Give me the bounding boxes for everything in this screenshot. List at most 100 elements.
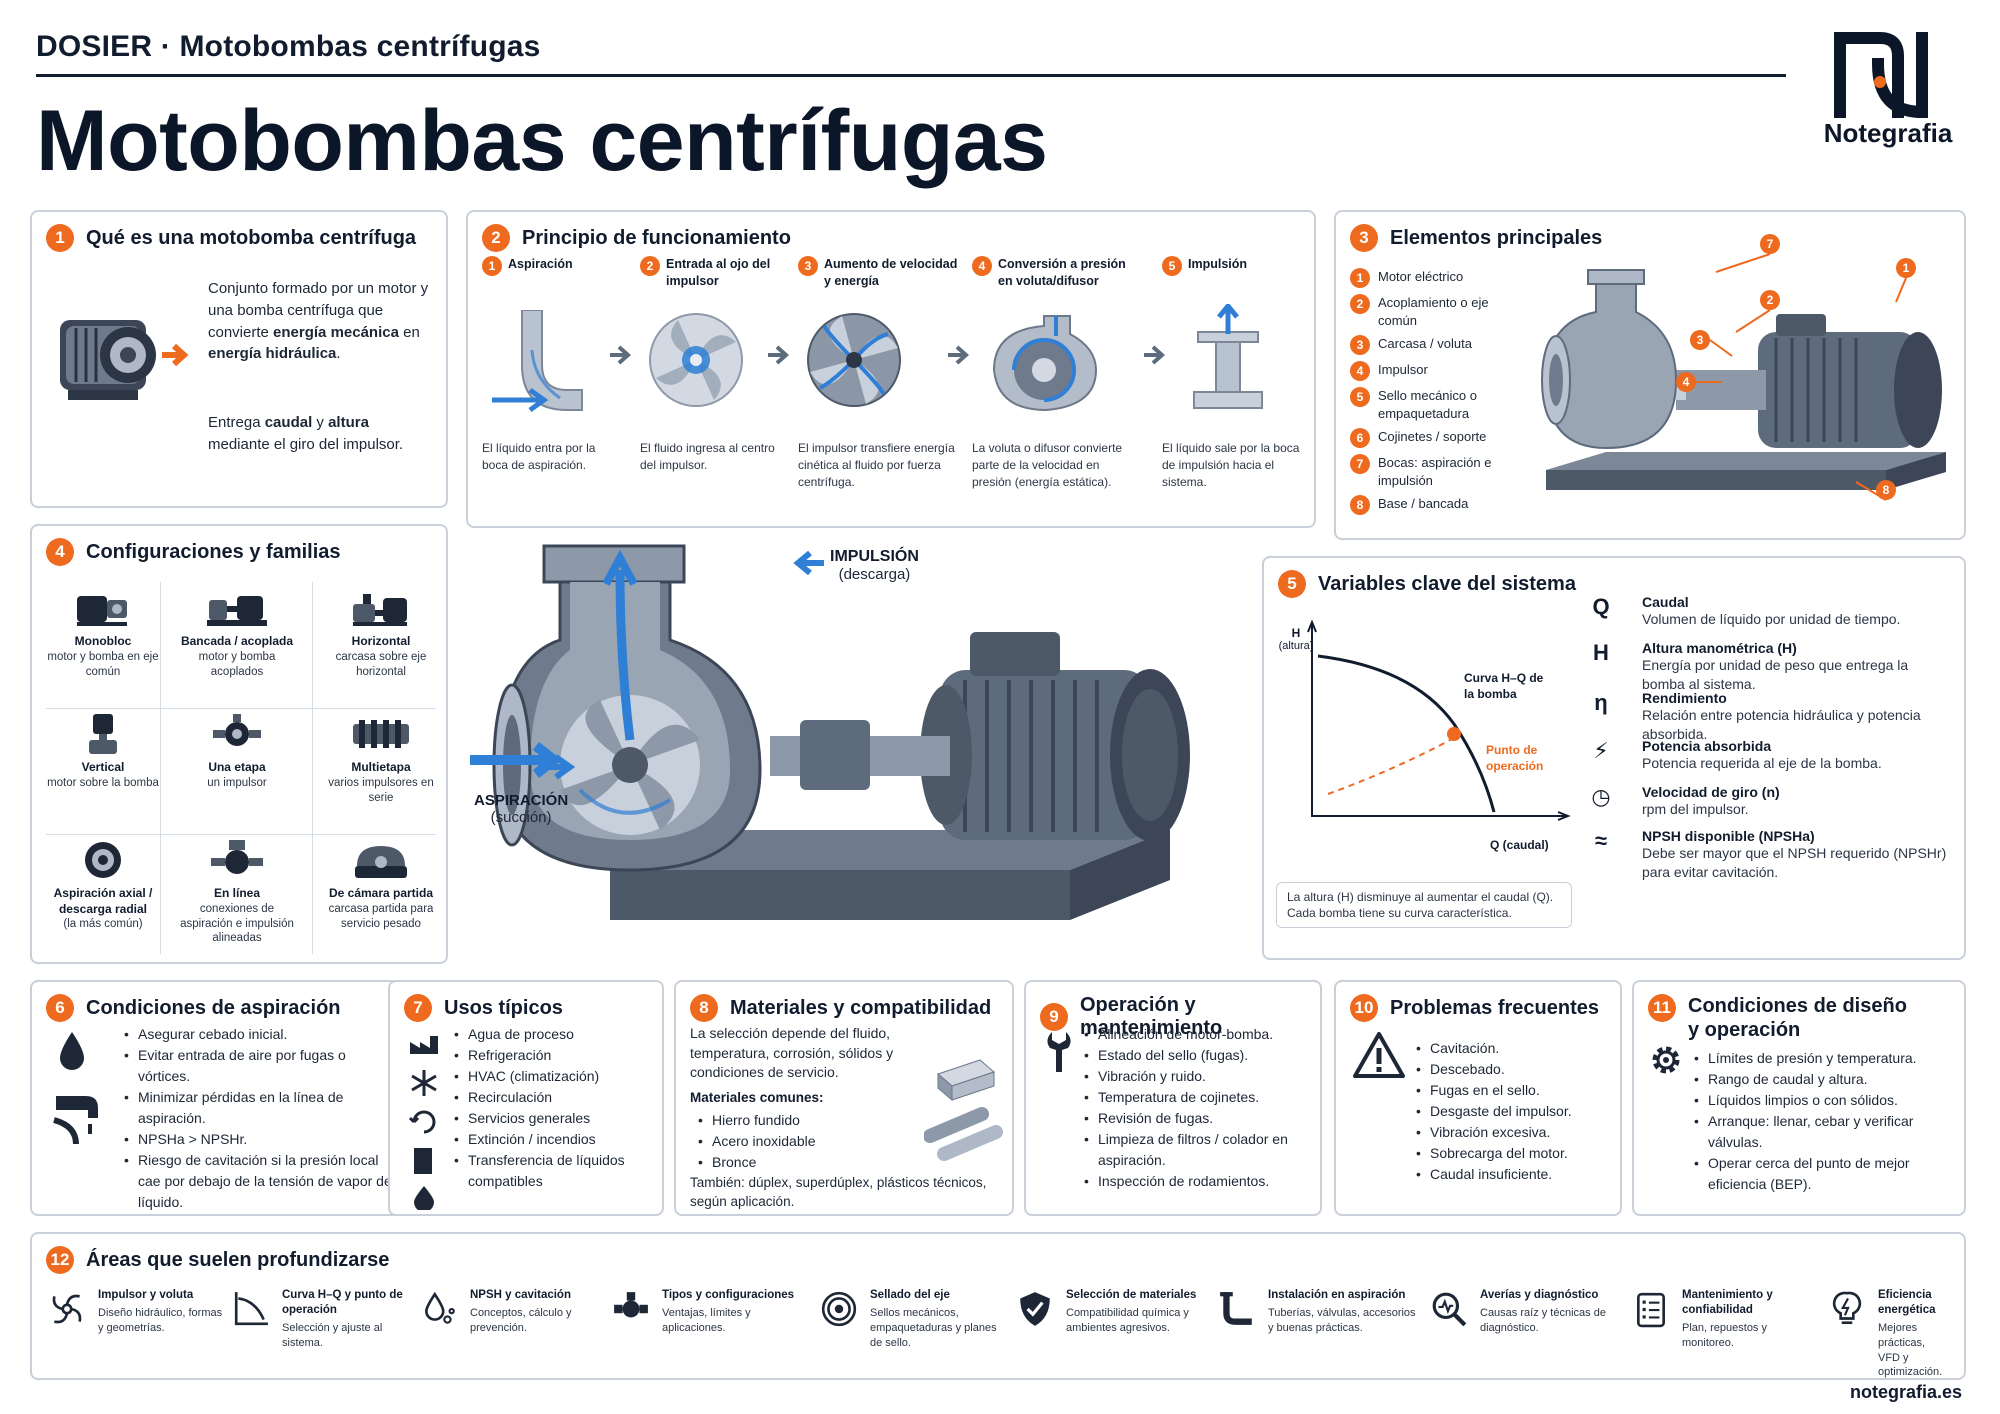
element-label: Base / bancada xyxy=(1378,496,1469,512)
step-number: 2 xyxy=(640,256,660,276)
single-stage-icon xyxy=(178,712,296,760)
section-number: 2 xyxy=(482,224,510,252)
section-title: Condiciones de aspiración xyxy=(86,996,341,1019)
list-item: Inspección de rodamientos. xyxy=(1082,1171,1318,1192)
dossier-kicker: DOSIER · Motobombas centrífugas xyxy=(36,30,541,63)
pump-exploded-illustration xyxy=(1541,269,1946,490)
card-deep-dive-areas: 12 Áreas que suelen profundizarse Impuls… xyxy=(30,1232,1966,1380)
area-description: Conceptos, cálculo y prevención. xyxy=(470,1306,572,1334)
config-name: Una etapa xyxy=(208,760,266,774)
list-item: Recirculación xyxy=(452,1087,652,1108)
step-number: 5 xyxy=(1162,256,1182,276)
chart-curve-label: Curva H–Q de la bomba xyxy=(1464,671,1544,702)
motor-icon xyxy=(60,320,189,400)
variable-item: Altura manométrica (H)Energía por unidad… xyxy=(1642,640,1952,694)
area-description: Selección y ajuste al sistema. xyxy=(282,1321,383,1349)
list-item: Transferencia de líquidos compatibles xyxy=(452,1150,652,1192)
area-description: Mejores prácticas, VFD y optimización. xyxy=(1878,1321,1943,1379)
materials-also: También: dúplex, superdúplex, plásticos … xyxy=(690,1175,987,1209)
area-description: Causas raíz y técnicas de diagnóstico. xyxy=(1480,1306,1606,1334)
inline-pump-icon xyxy=(178,838,296,886)
element-label: Acoplamiento o eje común xyxy=(1378,295,1489,328)
vertical-pump-icon xyxy=(44,712,162,760)
element-number: 2 xyxy=(1350,294,1370,314)
step-description: La voluta o difusor convierte parte de l… xyxy=(972,441,1123,489)
uses-list: Agua de procesoRefrigeraciónHVAC (climat… xyxy=(452,1024,652,1192)
drops-icon xyxy=(420,1290,458,1333)
element-marker: 3 xyxy=(1690,330,1710,350)
bulb-icon xyxy=(1828,1290,1866,1333)
element-marker: 1 xyxy=(1896,258,1916,278)
materials-subtitle: Materiales comunes: xyxy=(690,1090,824,1105)
hq-curve-chart xyxy=(1307,620,1571,821)
step-description: El impulsor transfiere energía cinética … xyxy=(798,441,955,489)
checklist-icon xyxy=(1632,1290,1670,1333)
list-item: Estado del sello (fugas). xyxy=(1082,1045,1318,1066)
monobloc-pump-icon xyxy=(44,586,162,634)
suction-list: Asegurar cebado inicial.Evitar entrada d… xyxy=(122,1024,398,1213)
suction-arrow-icon xyxy=(538,754,576,780)
section-number: 11 xyxy=(1648,994,1676,1022)
card-design-header: 11 Condiciones de diseño y operación xyxy=(1648,994,1907,1042)
gear-icon xyxy=(1652,1046,1680,1074)
discharge-arrow-icon xyxy=(793,550,824,576)
problems-list: Cavitación.Descebado.Fugas en el sello.D… xyxy=(1414,1038,1614,1185)
area-description: Sellos mecánicos, empaquetaduras y plane… xyxy=(870,1306,997,1349)
variable-description: Volumen de líquido por unidad de tiempo. xyxy=(1642,611,1901,627)
area-name: Averías y diagnóstico xyxy=(1480,1289,1599,1301)
list-item: Limpieza de filtros / colador en aspirac… xyxy=(1082,1129,1318,1171)
arrow-right-icon xyxy=(948,345,970,365)
list-item: Límites de presión y temperatura. xyxy=(1692,1048,1962,1069)
section-title: Condiciones de diseño xyxy=(1688,995,1907,1017)
operation-list: Alineación de motor-bomba.Estado del sel… xyxy=(1082,1024,1318,1192)
list-item: Riesgo de cavitación si la presión local… xyxy=(122,1150,398,1213)
materials-intro: La selección depende del fluido, tempera… xyxy=(690,1025,894,1081)
card-what-is: 1 Qué es una motobomba centrífuga Conjun… xyxy=(30,210,448,508)
area-description: Ventajas, límites y aplicaciones. xyxy=(662,1306,751,1334)
element-label: Bocas: aspiración e impulsión xyxy=(1378,455,1492,488)
list-item: Cavitación. xyxy=(1414,1038,1614,1059)
area-name: NPSH y cavitación xyxy=(470,1289,571,1301)
variable-name: Altura manométrica (H) xyxy=(1642,640,1797,656)
suction-elbow-icon xyxy=(492,310,583,413)
chart-op-label: Punto de operación xyxy=(1486,743,1544,774)
list-item: Rango de caudal y altura. xyxy=(1692,1069,1962,1090)
area-name: Curva H–Q y punto de operación xyxy=(282,1289,403,1316)
card-uses-header: 7 Usos típicos xyxy=(404,994,563,1022)
area-description: Compatibilidad química y ambientes agres… xyxy=(1066,1306,1189,1334)
config-description: motor y bomba en eje común xyxy=(47,650,159,678)
list-item: Agua de proceso xyxy=(452,1024,652,1045)
arrow-right-icon xyxy=(1144,345,1166,365)
section-number: 10 xyxy=(1350,994,1378,1022)
list-item: Minimizar pérdidas en la línea de aspira… xyxy=(122,1087,398,1129)
logo-wordmark: Notegrafia xyxy=(1823,118,1953,148)
config-name: Bancada / acoplada xyxy=(180,634,294,648)
footer-url[interactable]: notegrafia.es xyxy=(1849,1382,1962,1402)
chart-y-label: H (altura) xyxy=(1278,626,1314,652)
area-name: Mantenimiento y confiabilidad xyxy=(1682,1289,1773,1316)
card-what-is-header: 1 Qué es una motobomba centrífuga xyxy=(46,224,416,252)
arrow-right-icon xyxy=(768,345,790,365)
pump-config-icon xyxy=(612,1290,650,1333)
config-name: Aspiración axial / descarga radial xyxy=(53,886,153,916)
section-number: 7 xyxy=(404,994,432,1022)
section-title: Principio de funcionamiento xyxy=(522,226,791,249)
config-name: De cámara partida xyxy=(328,886,434,900)
